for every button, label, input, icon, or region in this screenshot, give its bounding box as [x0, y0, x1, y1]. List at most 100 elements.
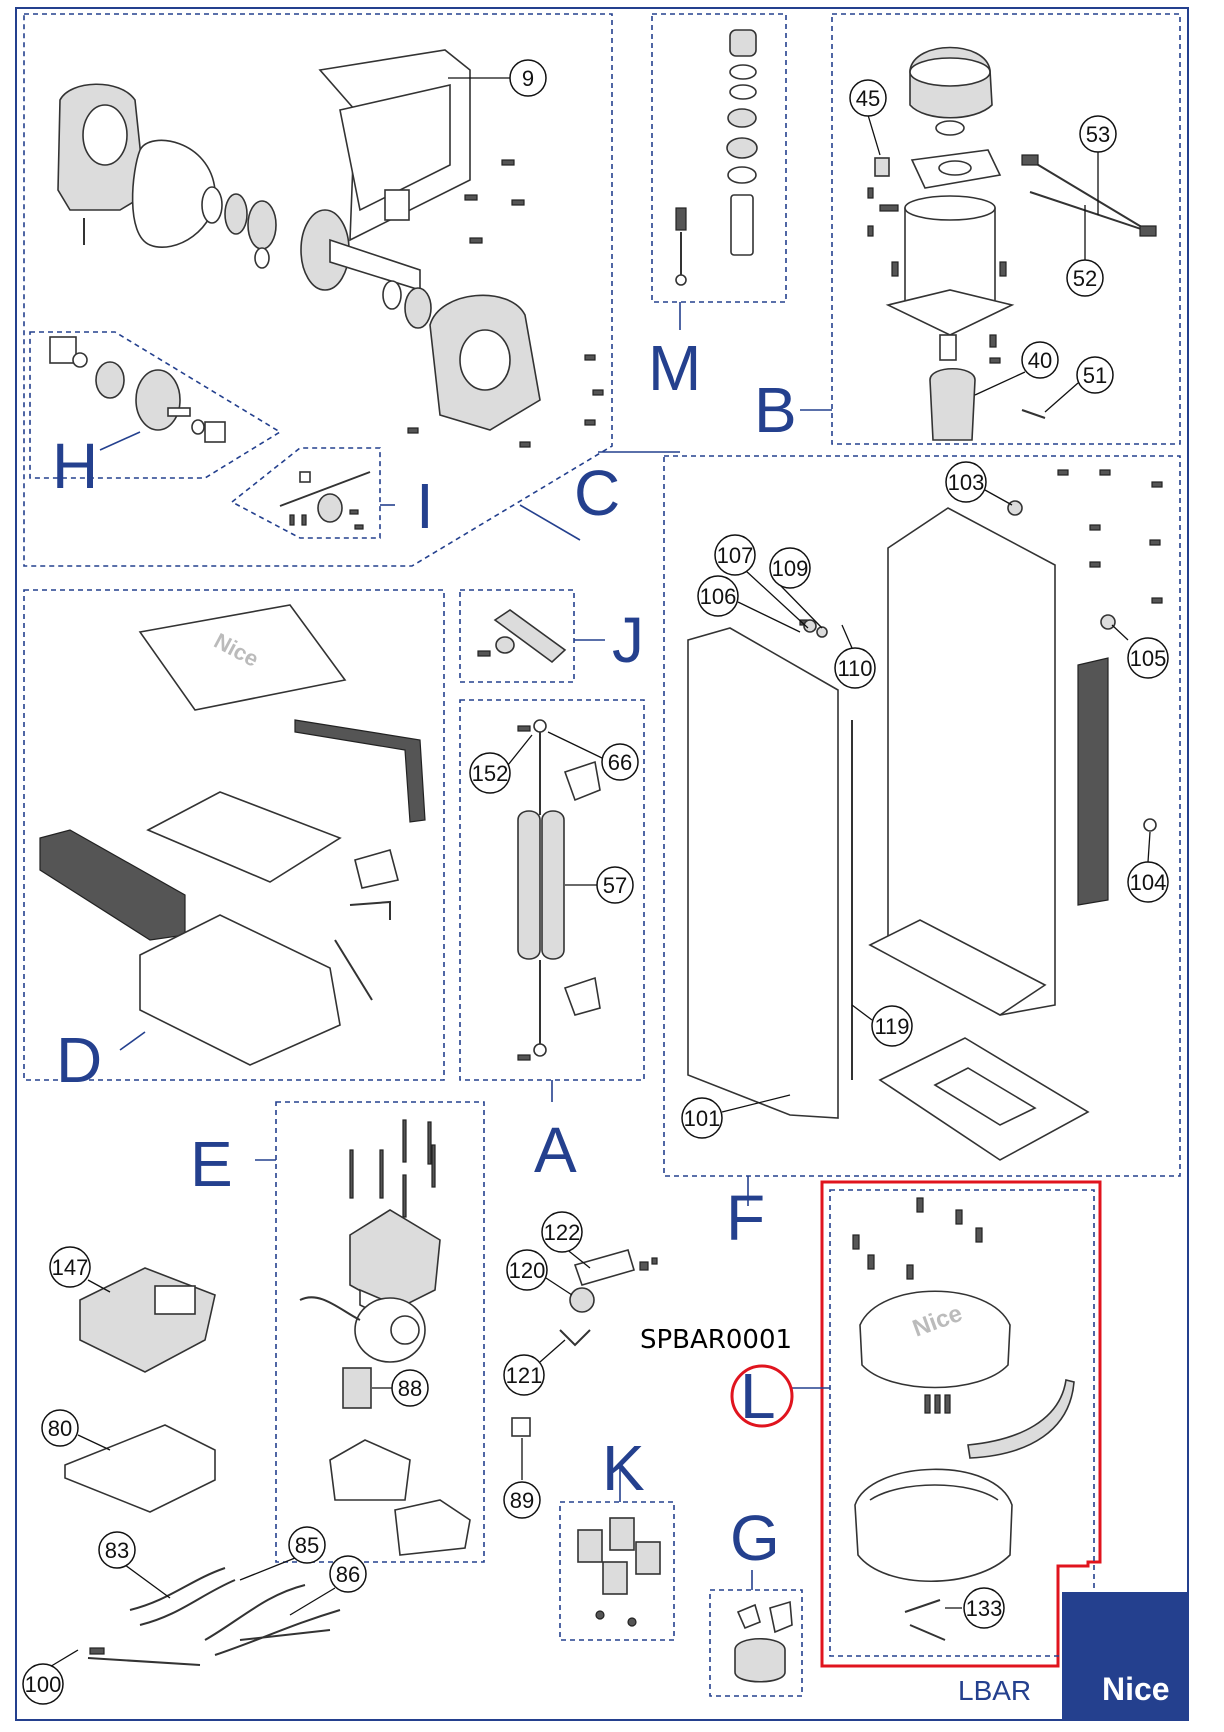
- group-label-f: F: [726, 1182, 765, 1254]
- callout-66-label: 66: [608, 750, 632, 775]
- callout-9-label: 9: [522, 66, 534, 91]
- group-label-b: B: [754, 374, 797, 446]
- callout-100: [22, 1663, 64, 1705]
- group-label-h: H: [52, 430, 98, 502]
- callout-88-label: 88: [398, 1376, 422, 1401]
- group-b-box: [831, 13, 1181, 445]
- callout-152-label: 152: [472, 761, 509, 786]
- callout-51: [1076, 356, 1114, 394]
- callout-85-label: 85: [295, 1533, 319, 1558]
- group-label-m: M: [648, 332, 701, 404]
- callout-9: [509, 59, 547, 97]
- callout-147-label: 147: [52, 1255, 89, 1280]
- group-k-box: [559, 1501, 675, 1641]
- callout-105: [1127, 637, 1169, 679]
- group-d-box: [23, 589, 445, 1081]
- callout-109-label: 109: [772, 556, 809, 581]
- group-e-box: [275, 1101, 485, 1563]
- callout-86: [329, 1555, 367, 1593]
- callout-103: [945, 461, 987, 503]
- group-j-box: [459, 589, 575, 683]
- callout-52: [1066, 259, 1104, 297]
- callout-51-label: 51: [1083, 363, 1107, 388]
- callout-120-label: 120: [509, 1258, 546, 1283]
- group-labels: C M B H I J D E A F L K G: [52, 332, 797, 1574]
- callout-120: [506, 1249, 548, 1291]
- callout-89: [503, 1481, 541, 1519]
- callout-122: [541, 1211, 583, 1253]
- group-k-parts: [577, 1517, 661, 1627]
- callout-107: [714, 534, 756, 576]
- sheet-frame: [15, 7, 1189, 1721]
- callout-121: [503, 1354, 545, 1396]
- group-label-e: E: [190, 1128, 233, 1200]
- group-d-parts: Nice: [39, 604, 426, 1066]
- callout-101: [681, 1097, 723, 1139]
- group-f-box: [663, 455, 1181, 1177]
- group-m-parts: [675, 29, 758, 286]
- callout-80: [41, 1409, 79, 1447]
- callout-122-label: 122: [544, 1220, 581, 1245]
- group-f-parts: [687, 469, 1163, 1161]
- group-l-parts: Nice: [852, 1197, 1075, 1641]
- callout-100-label: 100: [25, 1672, 62, 1697]
- group-label-g: G: [730, 1502, 780, 1574]
- callout-83: [98, 1531, 136, 1569]
- callouts: 9 45 53 52 40 51 103 107 109: [22, 59, 1169, 1705]
- group-j-parts: [477, 609, 567, 664]
- loose-parts-122-120: [511, 1249, 658, 1437]
- group-i-box: [230, 447, 381, 539]
- group-label-d: D: [56, 1024, 102, 1096]
- group-e-parts: [299, 1119, 471, 1556]
- group-g-box: [709, 1589, 803, 1697]
- group-leaders: [99, 302, 832, 1590]
- part-code: SPBAR0001: [640, 1325, 792, 1355]
- callout-45-label: 45: [856, 86, 880, 111]
- brand-logo: Nice: [1102, 1671, 1170, 1707]
- callout-57-label: 57: [603, 873, 627, 898]
- group-a-parts: [517, 719, 601, 1061]
- callout-121-label: 121: [506, 1363, 543, 1388]
- callout-101-label: 101: [684, 1106, 721, 1131]
- group-h-parts: [49, 336, 226, 443]
- board-147: [79, 1267, 216, 1373]
- callout-53: [1079, 115, 1117, 153]
- group-label-a: A: [534, 1114, 577, 1186]
- group-m-box: [651, 13, 787, 303]
- group-b-parts: [867, 46, 1157, 441]
- callout-110-label: 110: [837, 656, 872, 681]
- callout-119: [871, 1005, 913, 1047]
- callout-152: [469, 752, 511, 794]
- group-l-box: [829, 1189, 1095, 1657]
- group-i-parts: [279, 471, 371, 530]
- group-c-box: [23, 13, 613, 567]
- callout-103-label: 103: [948, 470, 985, 495]
- callout-45: [849, 79, 887, 117]
- highlight-circle-l: [730, 1364, 794, 1428]
- callout-66: [601, 743, 639, 781]
- callout-106: [697, 575, 739, 617]
- housing-80: [64, 1424, 216, 1513]
- callout-85: [288, 1526, 326, 1564]
- group-label-i: I: [416, 470, 434, 542]
- callout-119-label: 119: [874, 1014, 909, 1039]
- highlight-box-l: [820, 1180, 1102, 1668]
- group-label-j: J: [612, 604, 644, 676]
- callout-107-label: 107: [717, 543, 754, 568]
- callout-80-label: 80: [48, 1416, 72, 1441]
- callout-88: [391, 1369, 429, 1407]
- callout-133: [963, 1587, 1005, 1629]
- callout-53-label: 53: [1086, 122, 1110, 147]
- callout-105-label: 105: [1130, 646, 1167, 671]
- callout-40: [1021, 341, 1059, 379]
- callout-109: [769, 547, 811, 589]
- callout-52-label: 52: [1073, 266, 1097, 291]
- callout-89-label: 89: [510, 1488, 534, 1513]
- callout-86-label: 86: [336, 1562, 360, 1587]
- callout-57: [596, 866, 634, 904]
- callout-147: [49, 1246, 91, 1288]
- group-a-box: [459, 699, 645, 1081]
- group-label-c: C: [574, 457, 620, 529]
- model-label: LBAR: [958, 1675, 1031, 1706]
